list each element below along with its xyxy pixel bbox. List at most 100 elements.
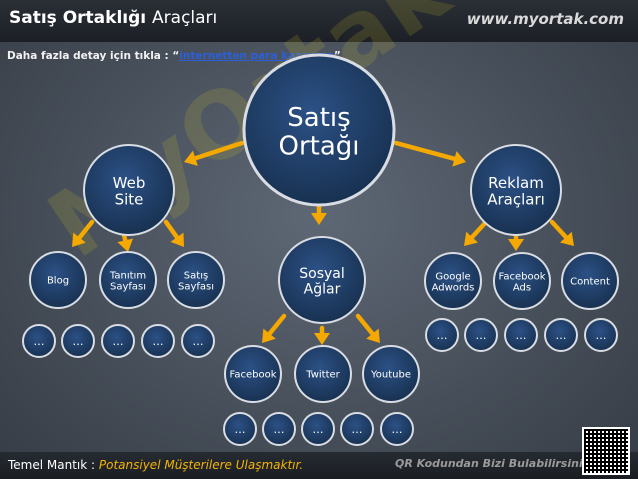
node-sosyal-aglar-circle bbox=[278, 236, 366, 324]
node-web-child-1-circle bbox=[29, 251, 87, 309]
arrow-center-sosyal-head bbox=[311, 213, 327, 225]
arrow-center-reklam-shaft bbox=[393, 140, 457, 162]
ellipsis-web-3-label-1: … bbox=[113, 335, 124, 348]
arrow-center-web bbox=[184, 140, 245, 166]
ellipsis-web-5-circle bbox=[181, 324, 215, 358]
ellipsis-reklam-2: … bbox=[464, 318, 498, 352]
node-web-child-3-circle bbox=[167, 251, 225, 309]
arrow-web-tanitim-head bbox=[117, 238, 134, 252]
node-reklam-child-3-label-1: Content bbox=[570, 277, 610, 288]
node-reklam-child-2-circle bbox=[493, 252, 551, 310]
ellipsis-reklam-1: … bbox=[425, 318, 459, 352]
node-sosyal-aglar-label-1: Sosyal bbox=[299, 266, 345, 282]
footer-bar: Temel Mantık : Potansiyel Müşterilere Ul… bbox=[0, 452, 638, 479]
ellipsis-sosyal-5: … bbox=[380, 412, 414, 446]
ellipsis-reklam-5-circle bbox=[584, 318, 618, 352]
ellipsis-reklam-4-circle bbox=[544, 318, 578, 352]
ellipsis-sosyal-5-circle bbox=[380, 412, 414, 446]
site-url: www.myortak.com bbox=[466, 10, 624, 28]
ellipsis-sosyal-1: … bbox=[223, 412, 257, 446]
ellipsis-sosyal-5-label-1: … bbox=[392, 423, 403, 436]
arrow-sosyal-youtube-head bbox=[366, 328, 380, 343]
arrow-center-web-head bbox=[184, 150, 198, 166]
arrow-web-satis-head bbox=[170, 232, 184, 247]
node-reklam-child-1-label-1: Google bbox=[435, 272, 470, 283]
ellipsis-reklam-3: … bbox=[504, 318, 538, 352]
node-sosyal-aglar-label-2: Ağlar bbox=[304, 281, 341, 297]
arrow-sosyal-youtube-shaft bbox=[355, 313, 375, 336]
ellipsis-reklam-2-circle bbox=[464, 318, 498, 352]
arrow-sosyal-facebook-shaft bbox=[267, 313, 287, 336]
footer-accent: Potansiyel Müşterilere Ulaşmaktır. bbox=[98, 458, 304, 472]
arrow-sosyal-twitter bbox=[314, 325, 330, 345]
arrow-center-web-shaft bbox=[193, 140, 245, 161]
node-satis-ortagi-circle bbox=[242, 53, 396, 207]
ellipsis-reklam-4-label-1: … bbox=[556, 329, 567, 342]
ellipsis-web-3: … bbox=[101, 324, 135, 358]
ellipsis-web-1-label-1: … bbox=[34, 335, 45, 348]
ellipsis-web-4: … bbox=[141, 324, 175, 358]
node-sosyal-child-1-circle bbox=[224, 345, 282, 403]
arrow-reklam-content-head bbox=[559, 231, 574, 246]
arrow-web-blog bbox=[72, 219, 95, 247]
ellipsis-sosyal-3-circle bbox=[301, 412, 335, 446]
slide-title: Satış Ortaklığı Araçları bbox=[9, 8, 217, 28]
node-sosyal-child-2-label-1: Twitter bbox=[305, 370, 340, 381]
ellipsis-web-4-label-1: … bbox=[153, 335, 164, 348]
node-sosyal-child-3-circle bbox=[362, 345, 420, 403]
arrow-web-tanitim-shaft bbox=[121, 232, 128, 243]
ellipsis-reklam-2-label-1: … bbox=[476, 329, 487, 342]
ellipsis-web-5-label-1: … bbox=[193, 335, 204, 348]
ellipsis-sosyal-3: … bbox=[301, 412, 335, 446]
ellipsis-web-5: … bbox=[181, 324, 215, 358]
node-reklam-child-2-label-1: Facebook bbox=[499, 272, 546, 283]
title-light: Araçları bbox=[152, 8, 218, 28]
node-web-child-3-label-1: Satış bbox=[184, 271, 208, 282]
node-web-child-2-circle bbox=[99, 251, 157, 309]
ellipsis-reklam-3-circle bbox=[504, 318, 538, 352]
arrow-center-reklam bbox=[393, 140, 466, 167]
ellipsis-web-1: … bbox=[22, 324, 56, 358]
node-web-child-3-label-2: Sayfası bbox=[178, 282, 214, 293]
node-web-child-1-label-1: Blog bbox=[47, 276, 69, 287]
arrow-reklam-content-shaft bbox=[549, 219, 569, 240]
ellipsis-web-3-circle bbox=[101, 324, 135, 358]
arrow-web-tanitim bbox=[117, 232, 134, 252]
ellipsis-reklam-3-label-1: … bbox=[516, 329, 527, 342]
arrow-web-satis-shaft bbox=[163, 219, 180, 240]
node-web-site-label-1: Web bbox=[113, 174, 146, 192]
node-web-child-1: Blog bbox=[29, 251, 87, 309]
node-reklam-child-1-label-2: Adwords bbox=[432, 283, 475, 294]
arrows-layer bbox=[72, 140, 574, 345]
qr-code-icon bbox=[582, 427, 630, 475]
node-reklam-araclari-label-1: Reklam bbox=[488, 174, 544, 192]
ellipsis-reklam-1-label-1: … bbox=[437, 329, 448, 342]
ellipsis-web-2-circle bbox=[61, 324, 95, 358]
ellipsis-reklam-4: … bbox=[544, 318, 578, 352]
node-sosyal-child-1: Facebook bbox=[224, 345, 282, 403]
arrow-reklam-fbads-head bbox=[508, 239, 524, 251]
arrow-web-blog-shaft bbox=[77, 219, 95, 240]
ellipsis-web-2: … bbox=[61, 324, 95, 358]
arrow-reklam-google-shaft bbox=[469, 219, 489, 240]
footer-main: Temel Mantık : Potansiyel Müşterilere Ul… bbox=[8, 458, 303, 472]
node-reklam-araclari-circle bbox=[470, 144, 562, 236]
ellipsis-sosyal-2: … bbox=[262, 412, 296, 446]
nodes-layer: SatışOrtağıWebSiteSosyalAğlarReklamAraçl… bbox=[22, 53, 619, 446]
node-sosyal-child-1-label-1: Facebook bbox=[230, 370, 277, 381]
arrow-sosyal-twitter-head bbox=[314, 333, 330, 345]
node-reklam-child-2-label-2: Ads bbox=[513, 283, 531, 294]
arrow-reklam-content bbox=[549, 219, 574, 246]
arrow-sosyal-youtube bbox=[355, 313, 380, 343]
node-sosyal-child-2: Twitter bbox=[294, 345, 352, 403]
node-satis-ortagi-label-2: Ortağı bbox=[278, 132, 359, 162]
title-bar: Satış Ortaklığı Araçları www.myortak.com bbox=[0, 0, 638, 42]
ellipsis-sosyal-4-circle bbox=[340, 412, 374, 446]
